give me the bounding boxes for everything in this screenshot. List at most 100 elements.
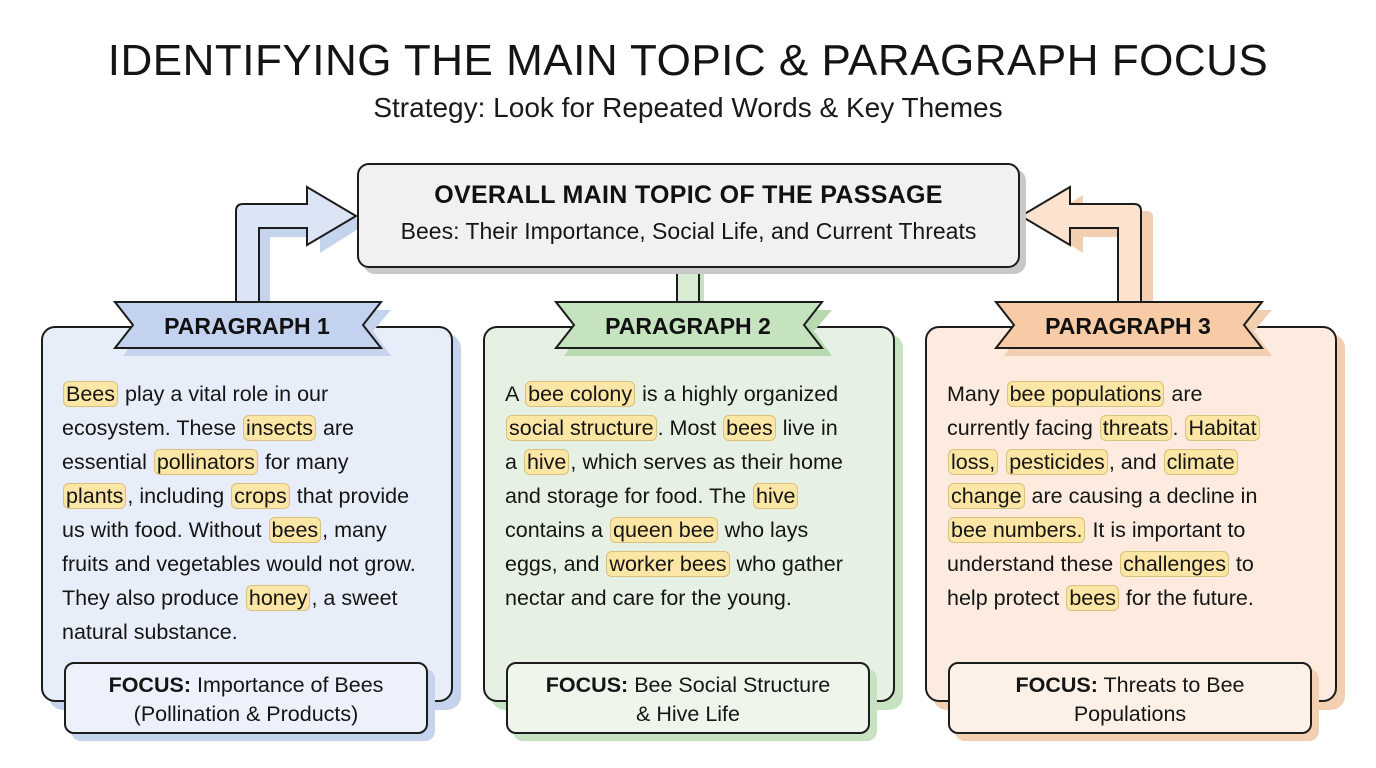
focus-label: FOCUS:: [108, 673, 191, 697]
paragraph-text-segment: , many: [322, 518, 387, 542]
paragraph-text-segment: are: [316, 416, 355, 440]
focus-line-2: Populations: [1073, 702, 1187, 726]
paragraph-line: understand these challenges to: [947, 547, 1342, 581]
ribbon-banner-icon: [113, 301, 391, 356]
paragraph-text-segment: eggs, and: [505, 552, 606, 576]
paragraph-text-segment: is a highly organized: [636, 382, 839, 406]
paragraph-text-segment: for many: [258, 450, 349, 474]
key-word-highlight: loss,: [948, 449, 999, 475]
paragraph-text-segment: , including: [127, 484, 231, 508]
paragraph-text-segment: a: [505, 450, 523, 474]
paragraph-line: a hive, which serves as their home: [505, 445, 900, 479]
paragraph-text-segment: . Most: [657, 416, 723, 440]
paragraph-line: and storage for food. The hive: [505, 479, 900, 513]
ribbon-banner-icon: [994, 301, 1272, 356]
paragraph-text-segment: Many: [947, 382, 1006, 406]
key-word-highlight: social structure: [506, 415, 657, 441]
paragraph-3-label: PARAGRAPH 3: [1045, 313, 1211, 339]
paragraph-text-segment: They also produce: [62, 586, 245, 610]
key-word-highlight: challenges: [1120, 551, 1229, 577]
paragraph-line: fruits and vegetables would not grow.: [62, 547, 457, 581]
paragraph-text-segment: that provide: [290, 484, 410, 508]
paragraph-line: help protect bees for the future.: [947, 581, 1342, 615]
paragraph-line: loss, pesticides, and climate: [947, 445, 1342, 479]
paragraph-text-segment: us with food. Without: [62, 518, 268, 542]
main-topic-heading: OVERALL MAIN TOPIC OF THE PASSAGE: [434, 181, 943, 209]
paragraph-text-segment: play a vital role in our: [119, 382, 329, 406]
paragraph-line: contains a queen bee who lays: [505, 513, 900, 547]
paragraph-text-segment: nectar and care for the young.: [505, 586, 792, 610]
paragraph-text-segment: , which serves as their home: [570, 450, 843, 474]
focus-line-1: Threats to Bee: [1097, 673, 1245, 697]
paragraph-text-segment: ecosystem. These: [62, 416, 243, 440]
key-word-highlight: bees: [723, 415, 776, 441]
paragraph-line: Bees play a vital role in our: [62, 377, 457, 411]
paragraph-text-segment: natural substance.: [62, 620, 238, 644]
key-word-highlight: hive: [523, 449, 570, 475]
paragraph-line: change are causing a decline in: [947, 479, 1342, 513]
paragraph-line: eggs, and worker bees who gather: [505, 547, 900, 581]
paragraph-2-label: PARAGRAPH 2: [605, 313, 771, 339]
key-word-highlight: honey: [245, 585, 311, 611]
focus-line-1: Bee Social Structure: [628, 673, 831, 697]
paragraph-text-segment: It is important to: [1086, 518, 1246, 542]
paragraph-text-segment: currently facing: [947, 416, 1099, 440]
key-word-highlight: bees: [1066, 585, 1119, 611]
paragraph-text-segment: contains a: [505, 518, 609, 542]
paragraph-text-segment: for the future.: [1119, 586, 1254, 610]
paragraph-line: currently facing threats. Habitat: [947, 411, 1342, 445]
paragraph-line: A bee colony is a highly organized: [505, 377, 900, 411]
paragraph-text-segment: .: [1172, 416, 1185, 440]
paragraph-line: Many bee populations are: [947, 377, 1342, 411]
page-subtitle: Strategy: Look for Repeated Words & Key …: [373, 92, 1003, 123]
paragraph-text-segment: , a sweet: [311, 586, 398, 610]
focus-label: FOCUS:: [1015, 673, 1098, 697]
paragraph-1-focus: FOCUS: Importance of Bees (Pollination &…: [64, 662, 428, 734]
ribbon-banner-icon: [554, 301, 832, 356]
focus-label: FOCUS:: [545, 673, 629, 697]
arrow-p3-icon: [1019, 185, 1142, 303]
key-word-highlight: Bees: [63, 381, 119, 407]
paragraph-text-segment: live in: [776, 416, 838, 440]
main-topic-box: OVERALL MAIN TOPIC OF THE PASSAGE Bees: …: [357, 163, 1020, 268]
paragraph-text-segment: are causing a decline in: [1025, 484, 1258, 508]
paragraph-line: us with food. Without bees, many: [62, 513, 457, 547]
paragraph-1-ribbon: PARAGRAPH 1: [113, 300, 391, 356]
focus-line-2: (Pollination & Products): [133, 702, 359, 726]
paragraph-text-segment: and storage for food. The: [505, 484, 753, 508]
paragraph-line: plants, including crops that provide: [62, 479, 457, 513]
paragraph-3-ribbon: PARAGRAPH 3: [994, 300, 1272, 356]
paragraph-line: social structure. Most bees live in: [505, 411, 900, 445]
key-word-highlight: crops: [231, 483, 290, 509]
key-word-highlight: Habitat: [1185, 415, 1260, 441]
stem-p2-shadow: [682, 268, 704, 304]
key-word-highlight: worker bees: [606, 551, 730, 577]
paragraph-text-segment: who gather: [730, 552, 843, 576]
paragraph-line: essential pollinators for many: [62, 445, 457, 479]
arrow-p1-shadow: [248, 195, 366, 308]
paragraph-2-focus: FOCUS: Bee Social Structure & Hive Life: [506, 662, 870, 734]
key-word-highlight: change: [948, 483, 1025, 509]
paragraph-text-segment: are: [1165, 382, 1203, 406]
paragraph-text-segment: understand these: [947, 552, 1120, 576]
key-word-highlight: bee numbers.: [948, 517, 1086, 543]
key-word-highlight: bee colony: [525, 381, 636, 407]
paragraph-line: ecosystem. These insects are: [62, 411, 457, 445]
key-word-highlight: bees: [268, 517, 322, 543]
paragraph-text-segment: A: [505, 382, 525, 406]
paragraph-text-segment: , and: [1108, 450, 1163, 474]
focus-line-2: & Hive Life: [636, 702, 740, 726]
paragraph-line: bee numbers. It is important to: [947, 513, 1342, 547]
key-word-highlight: pesticides: [1006, 449, 1108, 475]
page-title: IDENTIFYING THE MAIN TOPIC & PARAGRAPH F…: [107, 36, 1269, 85]
key-word-highlight: bee populations: [1006, 381, 1165, 407]
key-word-highlight: pollinators: [153, 449, 258, 475]
key-word-highlight: insects: [243, 415, 316, 441]
paragraph-text-segment: who lays: [718, 518, 809, 542]
main-topic-text: Bees: Their Importance, Social Life, and…: [400, 218, 977, 244]
arrow-p1-icon: [235, 185, 358, 303]
paragraph-line: nectar and care for the young.: [505, 581, 900, 615]
